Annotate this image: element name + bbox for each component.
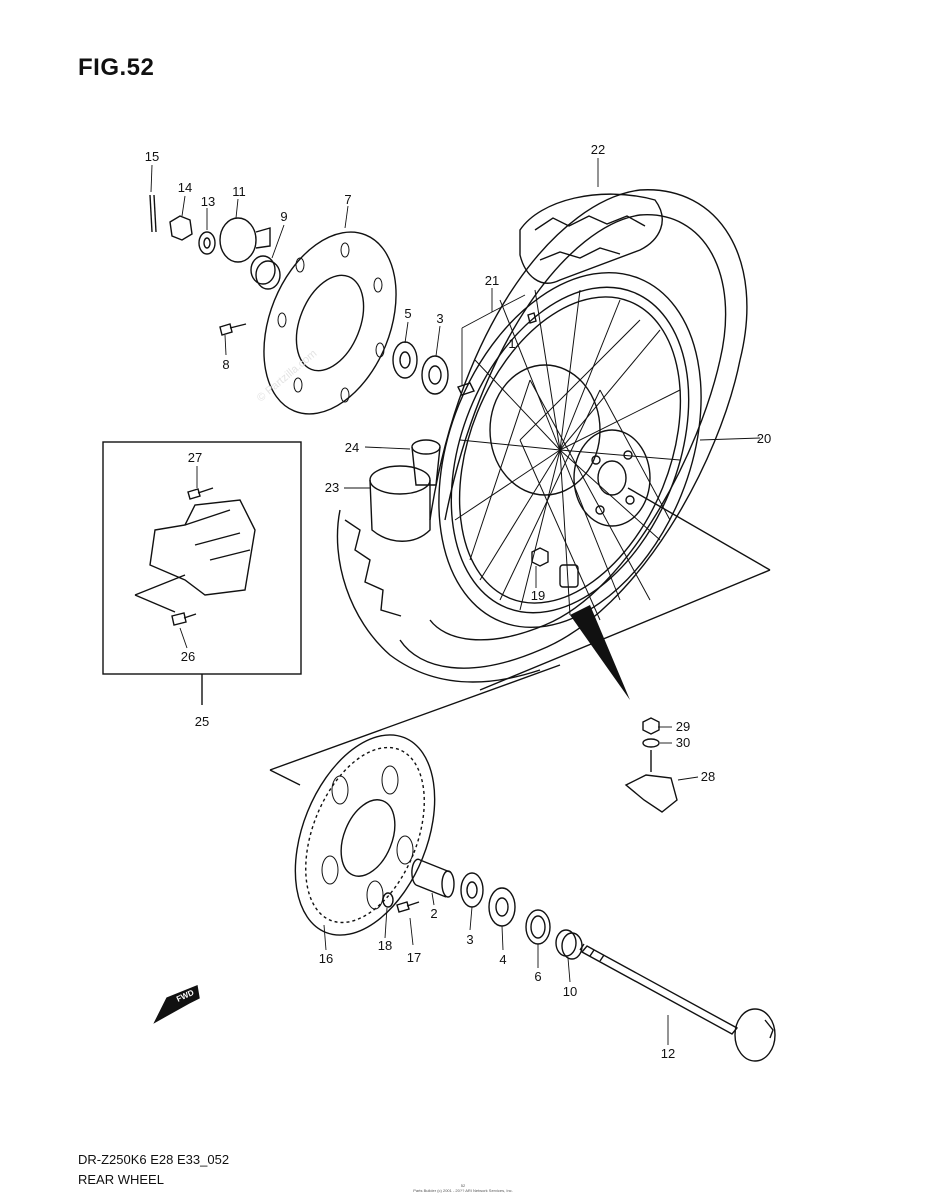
spacer-10 [555, 929, 583, 960]
washer-18 [382, 892, 394, 908]
disc-bolt-8 [219, 323, 247, 336]
callout-26: 26 [181, 649, 195, 664]
callout-1: 1 [508, 336, 515, 351]
bearing-3 [421, 355, 449, 395]
callout-13: 13 [201, 194, 215, 209]
model-code: DR-Z250K6 E28 E33_052 [78, 1152, 230, 1167]
callout-14: 14 [178, 180, 192, 195]
rim-lock [559, 564, 579, 588]
callout-22: 22 [591, 142, 605, 157]
callout-3-lower: 3 [466, 932, 473, 947]
callout-25: 25 [195, 714, 209, 729]
fwd-arrow [153, 985, 200, 1024]
callout-12: 12 [661, 1046, 675, 1061]
axle-nut [169, 215, 193, 241]
callout-6: 6 [534, 969, 541, 984]
rear-axle-12 [579, 943, 776, 1062]
footer-fine-print: 52 Parts Builder (c) 2001 - 20?? ARI Net… [398, 1183, 528, 1193]
callout-7: 7 [344, 192, 351, 207]
callout-27: 27 [188, 450, 202, 465]
rear-hub [489, 364, 651, 527]
callout-24: 24 [345, 440, 359, 455]
bearing-4 [488, 887, 516, 927]
guard-box [102, 441, 302, 675]
callout-10: 10 [563, 984, 577, 999]
rear-rim [438, 271, 702, 629]
rim-band [369, 465, 431, 542]
callout-9: 9 [280, 209, 287, 224]
cotter-pin [149, 194, 157, 233]
sprocket-bolt-17 [396, 901, 420, 913]
callout-4: 4 [499, 952, 506, 967]
callout-17: 17 [407, 950, 421, 965]
brake-disc [263, 231, 397, 415]
callout-16: 16 [319, 951, 333, 966]
spacer-2 [411, 858, 455, 898]
callout-15: 15 [145, 149, 159, 164]
tube-valve [411, 439, 441, 486]
callout-30: 30 [676, 735, 690, 750]
callout-20: 20 [757, 431, 771, 446]
callout-18: 18 [378, 938, 392, 953]
callout-28: 28 [701, 769, 715, 784]
bearing-3-lower [460, 872, 484, 908]
callout-11: 11 [232, 184, 246, 199]
spacer-21 [457, 312, 537, 396]
callout-21: 21 [485, 273, 499, 288]
pointer-arrow [570, 605, 630, 700]
callout-23: 23 [325, 480, 339, 495]
figure-title: FIG.52 [78, 54, 155, 81]
rear-sprocket [294, 734, 436, 936]
callout-5: 5 [404, 306, 411, 321]
callout-8: 8 [222, 357, 229, 372]
chain-adjuster-11 [219, 217, 271, 263]
callout-29: 29 [676, 719, 690, 734]
callout-2: 2 [430, 906, 437, 921]
section-name: REAR WHEEL [78, 1172, 164, 1187]
spacer-9 [250, 255, 281, 290]
footer-copyright: Parts Builder (c) 2001 - 20?? ARI Networ… [413, 1188, 513, 1193]
rear-tire [336, 189, 748, 683]
footer-id: 52 [460, 1183, 466, 1188]
rim-lock-assembly [624, 717, 678, 813]
nut-19 [531, 547, 549, 567]
oil-seal-6 [525, 909, 551, 945]
spokes [454, 289, 681, 621]
washer-13 [198, 231, 216, 255]
callout-19: 19 [531, 588, 545, 603]
bearing-5 [392, 341, 418, 379]
callout-3: 3 [436, 311, 443, 326]
